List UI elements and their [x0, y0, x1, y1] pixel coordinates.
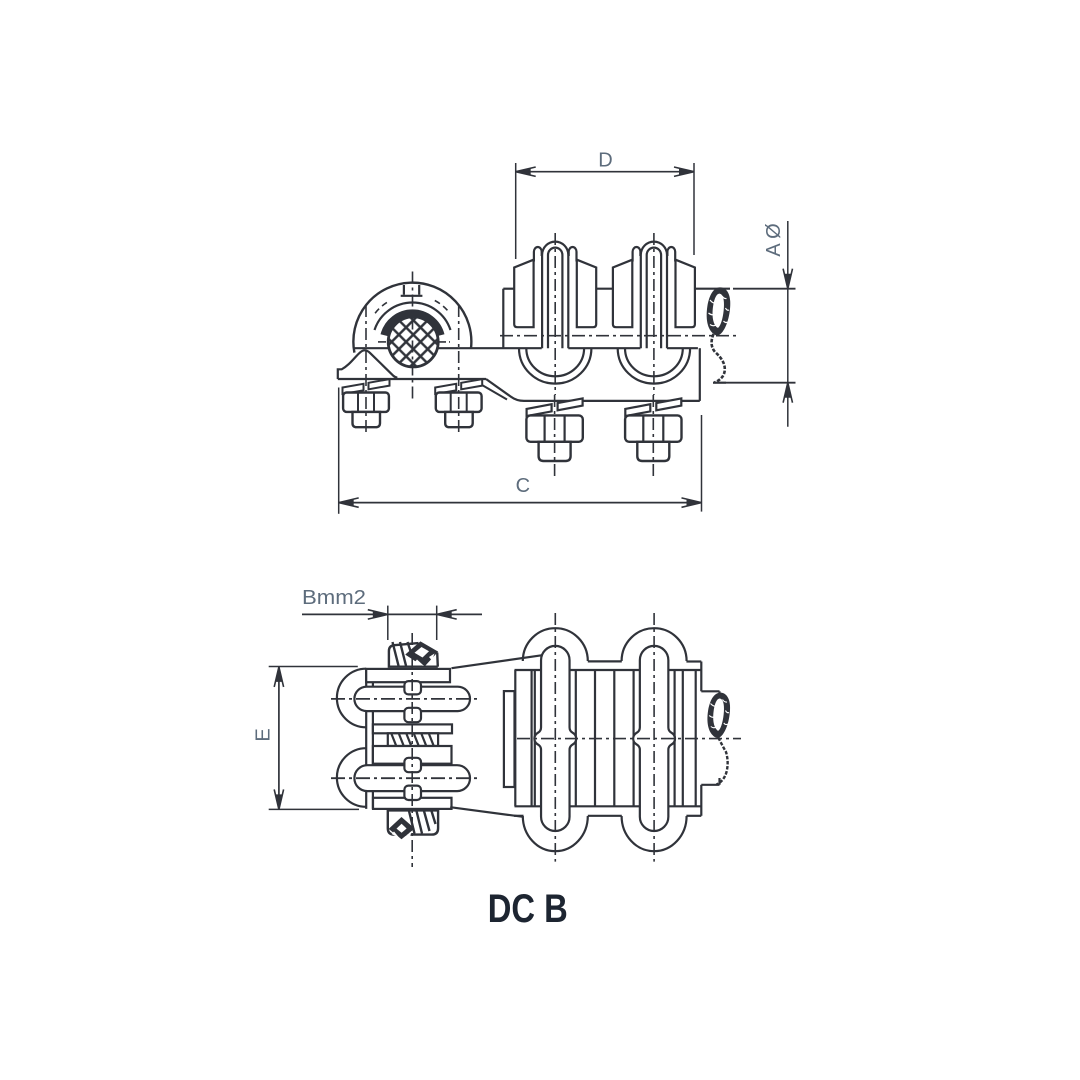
- svg-text:D: D: [598, 150, 612, 172]
- svg-text:A Ø: A Ø: [763, 223, 785, 256]
- svg-text:DC B: DC B: [488, 887, 568, 931]
- svg-text:E: E: [253, 728, 275, 741]
- svg-text:C: C: [516, 475, 530, 497]
- svg-text:Bmm2: Bmm2: [302, 587, 366, 609]
